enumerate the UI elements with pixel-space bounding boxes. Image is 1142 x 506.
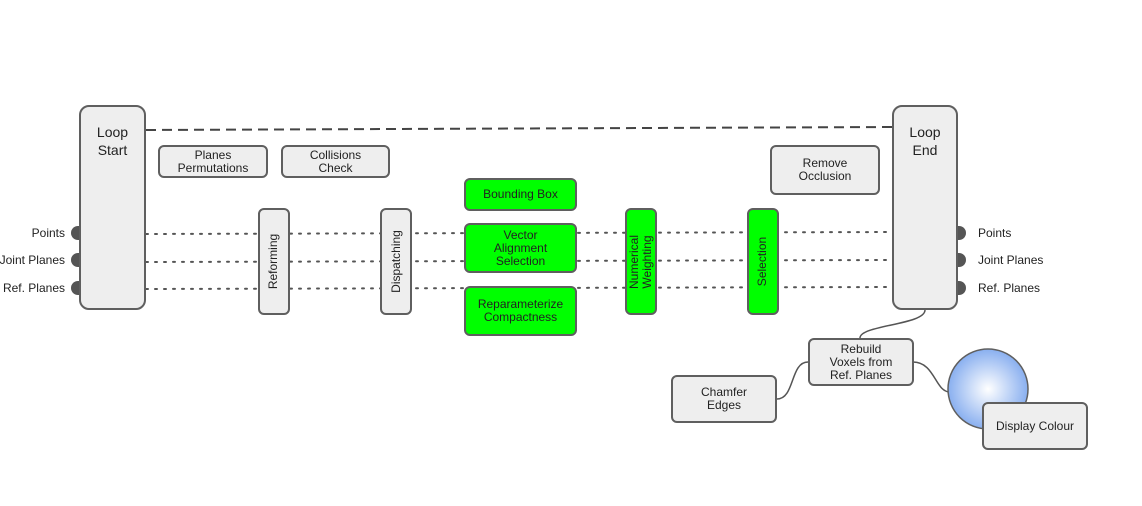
output-label-points: Points [978, 226, 1012, 240]
selection-node[interactable]: Selection [747, 208, 779, 315]
loop-back-edge [145, 126, 893, 131]
chamfer-edges-node[interactable]: Chamfer Edges [671, 375, 777, 423]
dispatching-node[interactable]: Dispatching [380, 208, 412, 315]
edge-chamfer-rebuild [776, 361, 809, 400]
input-port-joint-planes[interactable] [71, 253, 79, 267]
numerical-weighting-label: Numerical Weighting [627, 234, 655, 289]
output-port-joint-planes[interactable] [958, 253, 966, 267]
input-label-joint-planes: Joint Planes [0, 253, 65, 267]
reforming-node[interactable]: Reforming [258, 208, 290, 315]
input-port-ref-planes[interactable] [71, 281, 79, 295]
edge-rebuild-display [912, 361, 951, 393]
display-colour-node[interactable]: Display Colour [982, 402, 1088, 450]
reforming-label: Reforming [266, 233, 281, 290]
output-port-ref-planes[interactable] [958, 281, 966, 295]
output-port-points[interactable] [958, 226, 966, 240]
remove-occlusion-node[interactable]: Remove Occlusion [770, 145, 880, 195]
selection-label: Selection [755, 236, 770, 287]
vector-alignment-selection-node[interactable]: Vector Alignment Selection [464, 223, 577, 273]
output-label-ref-planes: Ref. Planes [978, 281, 1041, 295]
loop-end-node[interactable]: Loop End [892, 105, 958, 310]
edge-loopend-rebuild [859, 309, 926, 339]
loop-start-node[interactable]: Loop Start [79, 105, 146, 310]
reparameterize-compactness-node[interactable]: Reparameterize Compactness [464, 286, 577, 336]
input-label-points: Points [31, 226, 65, 240]
numerical-weighting-node[interactable]: Numerical Weighting [625, 208, 657, 315]
input-port-points[interactable] [71, 226, 79, 240]
rebuild-voxels-node[interactable]: Rebuild Voxels from Ref. Planes [808, 338, 914, 386]
dispatching-label: Dispatching [388, 230, 403, 293]
bounding-box-node[interactable]: Bounding Box [464, 178, 577, 211]
collisions-check-node[interactable]: Collisions Check [281, 145, 390, 178]
input-label-ref-planes: Ref. Planes [2, 281, 65, 295]
output-label-joint-planes: Joint Planes [978, 253, 1044, 267]
planes-permutations-node[interactable]: Planes Permutations [158, 145, 268, 178]
